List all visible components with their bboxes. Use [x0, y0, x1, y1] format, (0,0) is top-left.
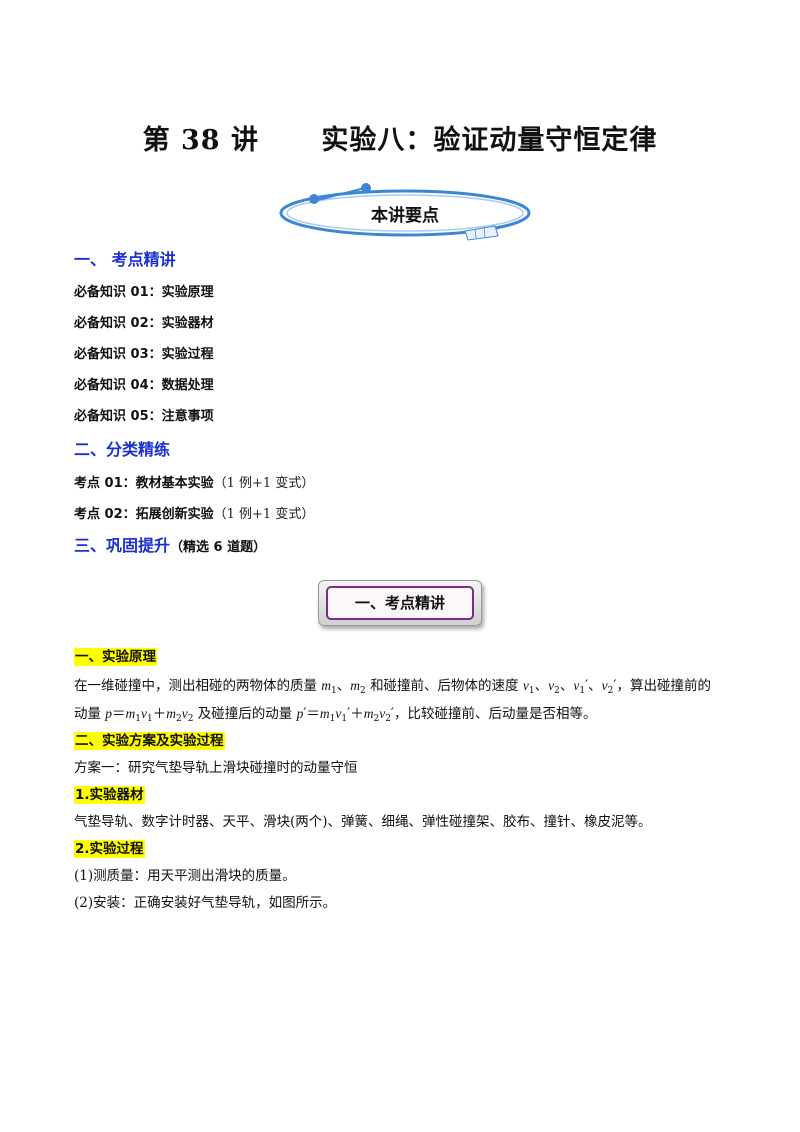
section-heading-label: 一、考点精讲 — [326, 586, 474, 620]
heading-principle: 一、实验原理 — [74, 648, 157, 666]
heading-procedure: 二、实验方案及实验过程 — [74, 732, 225, 750]
toc-section-2: 二、分类精练 — [74, 440, 171, 459]
page-title: 第 38 讲 实验八：验证动量守恒定律 — [142, 125, 658, 156]
toc-section-3-label: 三、巩固提升 — [74, 536, 171, 555]
paragraph-equipment: 气垫导轨、数字计时器、天平、滑块(两个)、弹簧、细绳、弹性碰撞架、胶布、撞针、橡… — [74, 814, 652, 830]
toc-item-4: 必备知识 04：数据处理 — [74, 378, 214, 393]
toc-item-3: 必备知识 03：实验过程 — [74, 347, 214, 362]
heading-equipment: 1.实验器材 — [74, 786, 145, 804]
toc-kaodian-2-note: （1 例+1 变式） — [213, 507, 315, 522]
toc-section-3: 三、巩固提升（精选 6 道题） — [74, 532, 266, 556]
paragraph-principle-line2: 动量 p＝m1v1＋m2v2 及碰撞后的动量 p′＝m1v1′＋m2v2′，比较… — [74, 706, 597, 724]
paragraph-step-1: (1)测质量：用天平测出滑块的质量。 — [74, 868, 296, 884]
toc-kaodian-2: 考点 02：拓展创新实验（1 例+1 变式） — [74, 503, 314, 522]
toc-kaodian-2-label: 考点 02：拓展创新实验 — [74, 507, 214, 522]
toc-kaodian-1: 考点 01：教材基本实验（1 例+1 变式） — [74, 472, 314, 491]
toc-item-1: 必备知识 01：实验原理 — [74, 285, 214, 300]
paragraph-scheme-one: 方案一：研究气垫导轨上滑块碰撞时的动量守恒 — [74, 760, 358, 776]
banner-label: 本讲要点 — [371, 206, 439, 226]
heading-process: 2.实验过程 — [74, 840, 145, 858]
toc-kaodian-1-label: 考点 01：教材基本实验 — [74, 476, 214, 491]
toc-kaodian-1-note: （1 例+1 变式） — [213, 476, 315, 491]
toc-section-1: 一、 考点精讲 — [74, 250, 176, 269]
key-points-banner: 本讲要点 — [270, 176, 540, 242]
section-heading-box: 一、考点精讲 — [318, 580, 482, 626]
toc-item-5: 必备知识 05：注意事项 — [74, 409, 214, 424]
paragraph-step-2: (2)安装：正确安装好气垫导轨，如图所示。 — [74, 895, 337, 911]
toc-item-2: 必备知识 02：实验器材 — [74, 316, 214, 331]
toc-section-3-note: （精选 6 道题） — [170, 540, 267, 555]
paragraph-principle-line1: 在一维碰撞中，测出相碰的两物体的质量 m1、m2 和碰撞前、后物体的速度 v1、… — [74, 678, 711, 696]
banner-ring-graphic — [279, 183, 531, 241]
